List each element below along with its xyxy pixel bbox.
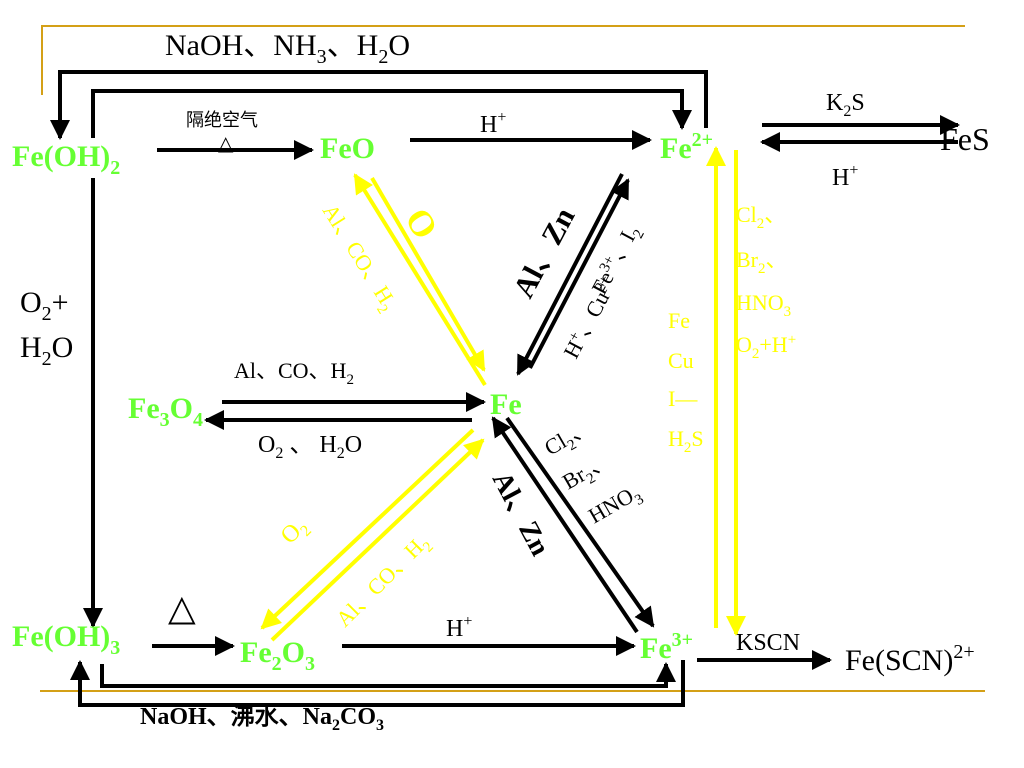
label-h-plus-top: H+ bbox=[480, 109, 506, 138]
label-bottom-reagents: NaOH、沸水、Na2CO3 bbox=[140, 703, 384, 734]
species-fe-oh-3: Fe(OH)3 bbox=[12, 620, 120, 659]
label-o2-diag: O bbox=[397, 201, 446, 246]
label-hno3-upper: HNO3 bbox=[736, 290, 791, 320]
label-hno3-lower: HNO3 bbox=[584, 479, 647, 533]
label-fes-h-plus: H+ bbox=[832, 162, 858, 191]
arrow-feo-to-fe bbox=[370, 176, 486, 372]
label-h-plus-bottom: H+ bbox=[446, 613, 472, 642]
label-al-co-h2-upper: Al、CO、H2 bbox=[314, 199, 403, 317]
label-br2-upper: Br2、 bbox=[736, 247, 788, 277]
slide-frame bbox=[40, 25, 985, 692]
label-o2-plus: O2+ bbox=[20, 286, 69, 325]
arrow-fe-to-fe2o3 bbox=[260, 428, 475, 630]
arrow-fe3-to-feoh3-outer bbox=[70, 660, 685, 707]
label-k2s: K2S bbox=[826, 90, 865, 120]
species-fe2o3: Fe2O3 bbox=[240, 636, 315, 675]
label-top-reagents: NaOH、NH3、H2O bbox=[165, 29, 410, 68]
arrow-feoh3-to-fe3-inner bbox=[100, 662, 676, 688]
label-h2s-reductant: H2S bbox=[668, 426, 704, 456]
arrow-feoh2-to-fe2-inner bbox=[91, 89, 692, 138]
label-h2o-left: H2O bbox=[20, 331, 73, 370]
frame-top-line bbox=[41, 25, 965, 95]
arrow-fe-to-fe2 bbox=[528, 178, 630, 369]
arrow-fe2-to-fe bbox=[516, 173, 624, 376]
label-i-reductant: I— bbox=[668, 386, 698, 411]
label-al-zn-lower: Al、Zn bbox=[486, 467, 556, 562]
arrow-fe-to-fe3 bbox=[505, 416, 655, 628]
label-o2-lower: O2 bbox=[276, 513, 315, 552]
species-fe-oh-2: Fe(OH)2 bbox=[12, 140, 120, 179]
label-cu-reductant: Cu bbox=[668, 348, 694, 373]
species-fe: Fe bbox=[490, 388, 522, 421]
arrow-fe2-to-feoh2-outer bbox=[50, 70, 708, 140]
label-al-co-h2-left: Al、CO、H2 bbox=[234, 358, 354, 388]
species-fe3: Fe3+ bbox=[640, 629, 693, 665]
species-fescn: Fe(SCN)2+ bbox=[845, 641, 975, 677]
species-labels: Fe(OH)2 FeO Fe2+ Fe3O4 Fe Fe(OH)3 Fe2O3 … bbox=[12, 121, 990, 677]
label-o2-hplus: O2+H+ bbox=[736, 332, 796, 362]
species-fe2: Fe2+ bbox=[660, 129, 713, 165]
species-fes: FeS bbox=[940, 121, 990, 157]
label-kscn: KSCN bbox=[736, 630, 800, 656]
label-heat-big: △ bbox=[168, 588, 196, 628]
arrow-fe3-to-fe bbox=[491, 416, 639, 634]
label-al-co-h2-lower: Al、CO、H2 bbox=[331, 529, 437, 635]
species-fe3o4: Fe3O4 bbox=[128, 392, 203, 431]
yellow-arrows bbox=[260, 146, 746, 642]
label-heat-small: △ bbox=[218, 133, 234, 155]
arrow-fe-to-feo bbox=[353, 173, 487, 387]
label-fe-reductant: Fe bbox=[668, 308, 690, 333]
label-cl2-upper: Cl2、 bbox=[736, 202, 786, 232]
label-isolate-air: 隔绝空气 bbox=[186, 110, 258, 130]
label-o2-h2o-left: O2 、 H2O bbox=[258, 432, 362, 462]
label-br2-lower: Br2、 bbox=[558, 447, 618, 499]
arrow-fe2o3-to-fe bbox=[270, 438, 485, 642]
black-arrows bbox=[50, 70, 960, 707]
species-feo: FeO bbox=[320, 132, 375, 165]
